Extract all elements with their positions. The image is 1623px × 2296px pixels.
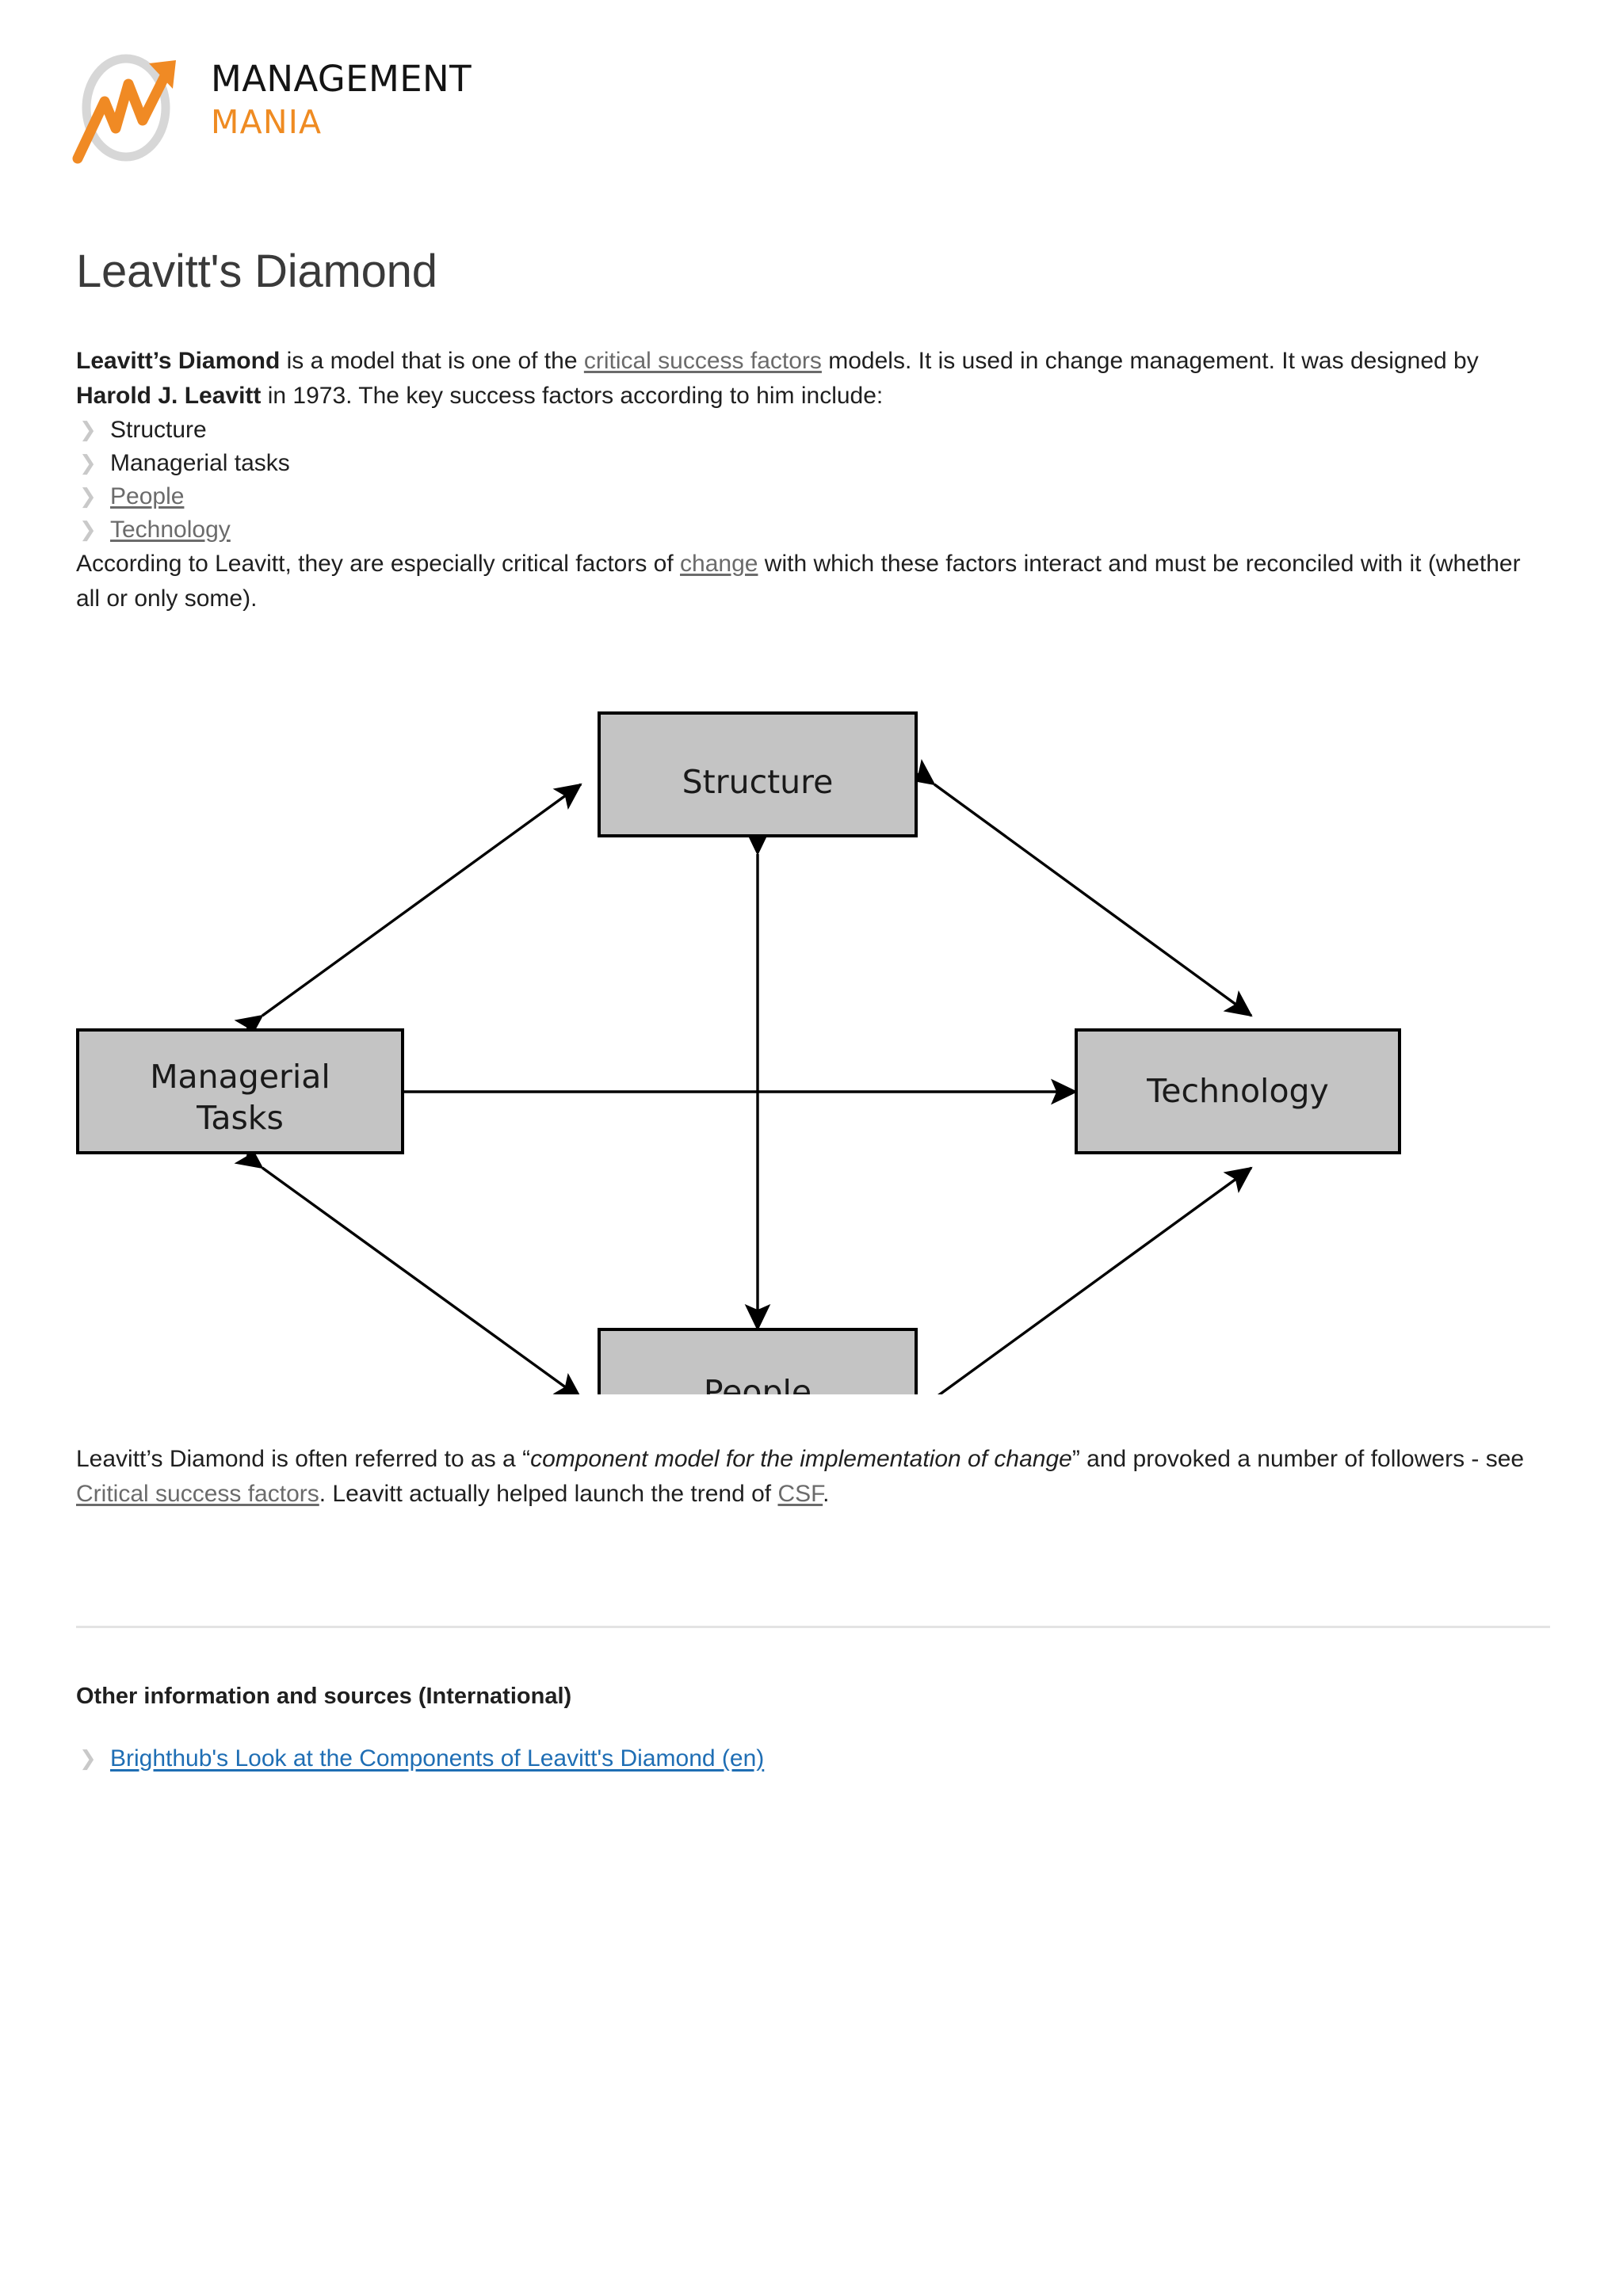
node-label-line2: Tasks [196,1099,284,1137]
chevron-right-icon: ❯ [79,452,97,475]
link-brighthub-leavitts-diamond[interactable]: Brighthub's Look at the Components of Le… [110,1745,765,1772]
sources-heading: Other information and sources (Internati… [76,1684,572,1709]
chevron-right-icon: ❯ [79,518,97,542]
chevron-right-icon: ❯ [79,1747,97,1771]
link-people[interactable]: People [110,483,185,509]
key-factors-list: ❯ Structure ❯ Managerial tasks ❯ People ❯ Te… [76,414,1550,547]
source-list-item: ❯ Brighthub's Look at the Components of L… [76,1741,1550,1776]
diagram-node-managerial-tasks: Managerial Tasks [76,1028,404,1154]
chevron-right-icon: ❯ [79,485,97,509]
list-item-managerial-tasks: ❯ Managerial tasks [76,447,1550,480]
node-label: People [704,1373,812,1394]
edge-structure-technology [906,758,1253,1017]
diagram-node-people: People [598,1328,918,1394]
edge-managerial-tasks-structure [234,783,582,1041]
list-item-structure: ❯ Structure [76,414,1550,447]
node-label: Structure [682,763,834,801]
node-label: Technology [1146,1072,1329,1110]
diagram-node-structure: Structure [598,711,918,837]
second-paragraph: According to Leavitt, they are especiall… [76,547,1550,616]
list-item-technology: ❯ Technology [76,513,1550,547]
intro-lead-term: Leavitt’s Diamond [76,348,281,374]
intro-text-2: models. It is used in change management.… [821,348,1479,374]
intro-text-1: is a model that is one of the [280,348,584,374]
article-content: Leavitt's Diamond Leavitt’s Diamond is a… [76,246,1550,616]
diagram-node-technology: Technology [1075,1028,1401,1154]
para3-quote: component model for the implementation o… [530,1446,1072,1472]
link-change[interactable]: change [680,551,758,577]
closing-paragraph: Leavitt’s Diamond is often referred to a… [76,1442,1550,1512]
link-csf[interactable]: CSF [777,1481,823,1507]
intro-author-name: Harold J. Leavitt [76,383,262,409]
leavitts-diamond-diagram: Structure Managerial Tasks Technology Pe… [76,697,1550,1394]
closing-paragraph-wrap: Leavitt’s Diamond is often referred to a… [76,1442,1550,1512]
chevron-right-icon: ❯ [79,418,97,442]
para3-text-2: ” and provoked a number of followers - s… [1071,1446,1525,1472]
edge-people-technology [906,1166,1253,1394]
list-item-label: Structure [110,417,207,443]
link-critical-success-factors[interactable]: critical success factors [583,348,822,374]
para2-text-2: with which these factors interact and mu… [76,551,1521,612]
para3-text-3: . Leavitt actually helped launch the tre… [319,1481,778,1507]
list-item-label: Managerial tasks [110,450,290,476]
para3-text-1: Leavitt’s Diamond is often referred to a… [76,1446,531,1472]
logo-wordmark: MANAGEMENT MANIA [211,58,472,142]
sources-list: ❯ Brighthub's Look at the Components of L… [76,1741,1550,1776]
site-logo[interactable]: MANAGEMENT MANIA [70,52,545,164]
logo-word-management: MANAGEMENT [211,58,472,100]
para3-text-4: . [823,1481,830,1507]
logo-word-mania: MANIA [211,103,323,141]
node-label-line1: Managerial [150,1058,330,1096]
section-divider [76,1626,1550,1628]
edge-managerial-tasks-people [234,1142,582,1394]
upward-trend-arrow-in-circle-icon [70,52,189,167]
page-title: Leavitt's Diamond [76,246,437,297]
para2-text-1: According to Leavitt, they are especiall… [76,551,681,577]
intro-paragraph: Leavitt’s Diamond is a model that is one… [76,344,1550,414]
link-technology[interactable]: Technology [110,517,231,543]
intro-text-3: in 1973. The key success factors accordi… [261,383,884,409]
sources-section: Other information and sources (Internati… [76,1681,1550,1776]
link-critical-success-factors-2[interactable]: Critical success factors [76,1481,319,1507]
list-item-people: ❯ People [76,480,1550,513]
